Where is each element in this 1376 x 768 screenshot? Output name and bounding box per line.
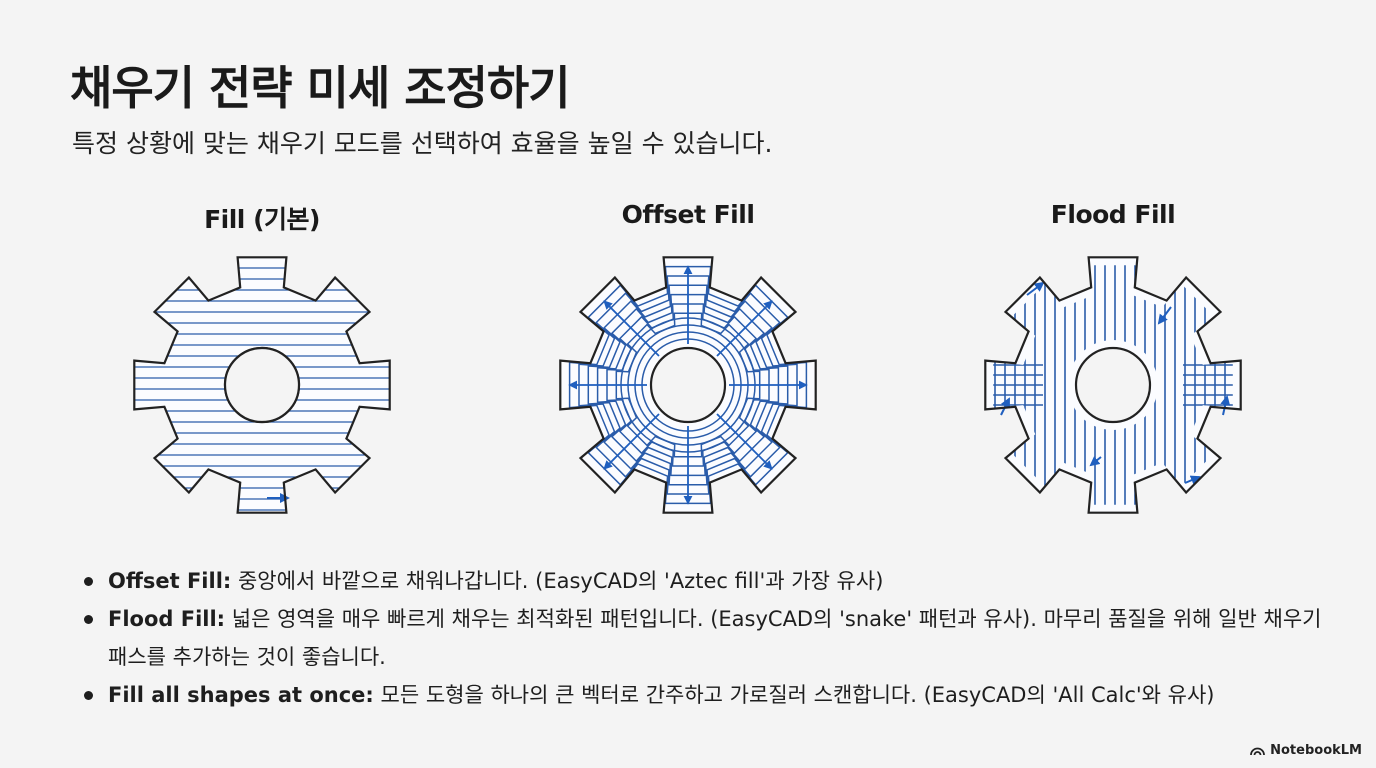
- gear-flood-fill-icon: [984, 256, 1242, 514]
- brand-name: NotebookLM: [1270, 743, 1362, 758]
- gear-hatch-fill-icon: [133, 256, 391, 514]
- page-subtitle: 특정 상황에 맞는 채우기 모드를 선택하여 효율을 높일 수 있습니다.: [72, 129, 773, 158]
- feature-bullet-list: Offset Fill: 중앙에서 바깥으로 채워나갑니다. (EasyCAD의…: [82, 562, 1332, 714]
- bullet-text: 모든 도형을 하나의 큰 벡터로 간주하고 가로질러 스캔합니다. (EasyC…: [373, 683, 1215, 707]
- bullet-term: Offset Fill:: [108, 569, 232, 593]
- page-title: 채우기 전략 미세 조정하기: [70, 61, 571, 115]
- brand-logo: NotebookLM: [1250, 743, 1362, 758]
- notebooklm-logo-icon: [1250, 747, 1266, 756]
- bullet-dot-icon: [84, 577, 93, 586]
- bullet-fill-all-shapes: Fill all shapes at once: 모든 도형을 하나의 큰 벡터…: [82, 676, 1332, 714]
- gear-offset-fill-icon: [559, 256, 817, 514]
- bullet-dot-icon: [84, 691, 93, 700]
- panel-label-offset-fill: Offset Fill: [621, 200, 755, 229]
- bullet-flood-fill: Flood Fill: 넓은 영역을 매우 빠르게 채우는 최적화된 패턴입니다…: [82, 600, 1332, 676]
- bullet-term: Flood Fill:: [108, 607, 226, 631]
- bullet-text: 넓은 영역을 매우 빠르게 채우는 최적화된 패턴입니다. (EasyCAD의 …: [108, 607, 1322, 669]
- bullet-text: 중앙에서 바깥으로 채워나갑니다. (EasyCAD의 'Aztec fill'…: [231, 569, 884, 593]
- bullet-term: Fill all shapes at once:: [108, 683, 374, 707]
- panel-label-flood-fill: Flood Fill: [1050, 200, 1176, 229]
- panel-label-fill: Fill (기본): [204, 205, 320, 234]
- bullet-offset-fill: Offset Fill: 중앙에서 바깥으로 채워나갑니다. (EasyCAD의…: [82, 562, 1332, 600]
- bullet-dot-icon: [84, 615, 93, 624]
